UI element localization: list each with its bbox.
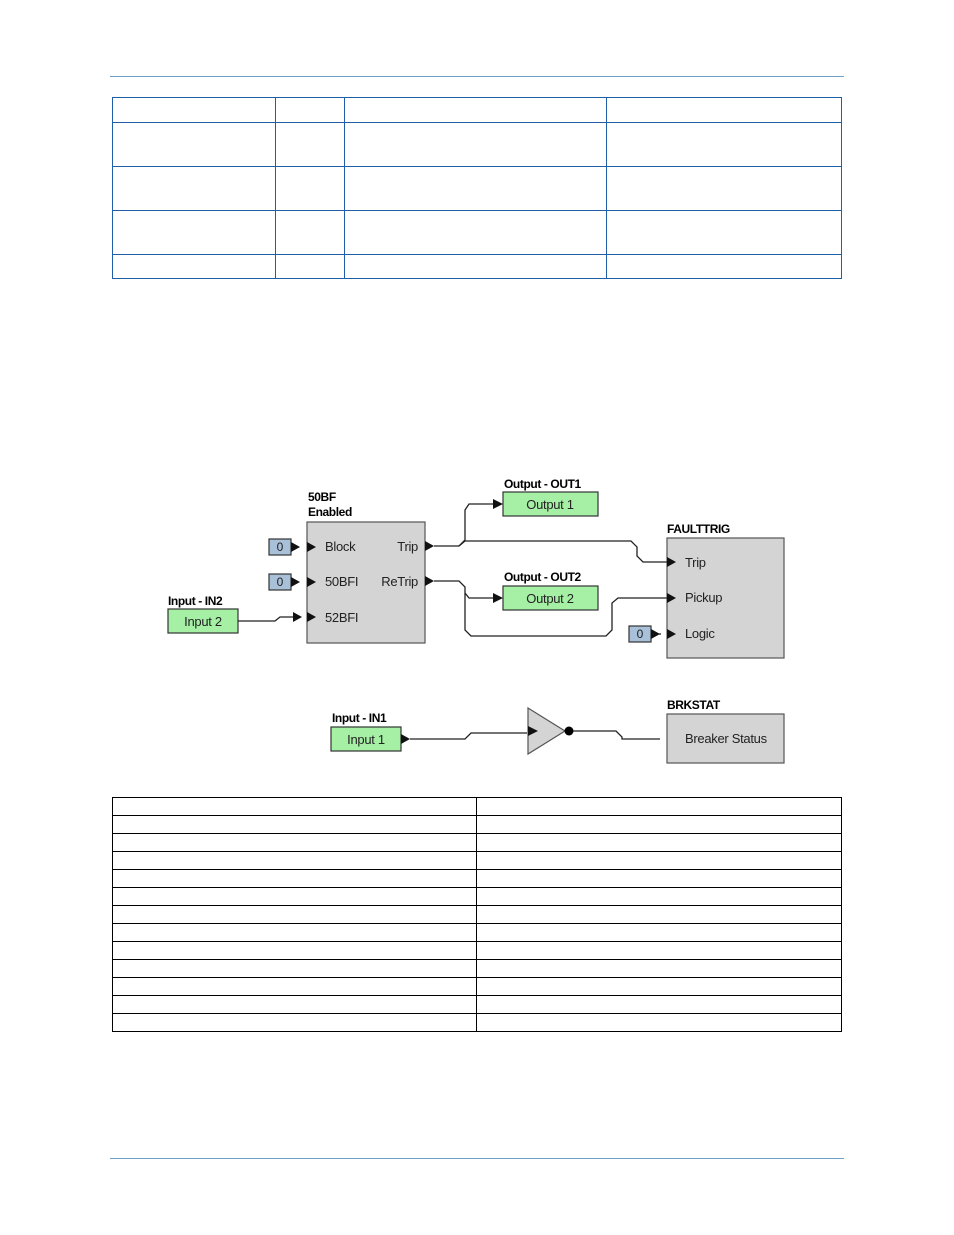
output-out1-box[interactable]	[502, 491, 599, 517]
constant-logic-value: 0	[637, 627, 644, 641]
wire-in2-52bfi	[238, 616, 296, 622]
block-50bf-title-line2: Enabled	[308, 505, 352, 519]
input-arrow-icon	[667, 629, 676, 639]
port-breaker-status-label: Breaker Status	[685, 731, 768, 746]
input-in2-label: Input 2	[184, 614, 222, 629]
bottom-table	[112, 797, 842, 1032]
table-row	[112, 254, 842, 279]
port-50bfi-label: 50BFI	[325, 574, 358, 589]
input-arrow-icon	[307, 612, 316, 622]
table-row	[112, 851, 842, 870]
wire-arrow-icon	[493, 499, 503, 509]
constant-bfi-value: 0	[277, 575, 284, 589]
table-row	[112, 887, 842, 906]
port-faulttrig-trip-label: Trip	[685, 555, 706, 570]
port-faulttrig-logic-label: Logic	[685, 626, 715, 641]
port-retrip-label: ReTrip	[381, 574, 418, 589]
table-row	[112, 923, 842, 942]
table-row	[112, 97, 842, 123]
input-in2-title: Input - IN2	[168, 594, 223, 608]
input-arrow-icon	[667, 593, 676, 603]
const-arrow-icon	[291, 577, 300, 587]
wire-not-brkstat	[573, 730, 660, 740]
block-brkstat[interactable]	[666, 713, 785, 764]
footer-rule	[110, 1158, 844, 1159]
input-arrow-icon	[667, 557, 676, 567]
table-row	[112, 959, 842, 978]
input-in1-title: Input - IN1	[332, 711, 387, 725]
table-row	[112, 166, 842, 211]
port-52bfi-label: 52BFI	[325, 610, 358, 625]
wire-retrip-out2	[434, 580, 493, 599]
output-arrow-icon	[401, 734, 410, 744]
const-arrow-icon	[291, 542, 300, 552]
input-in1-label: Input 1	[347, 732, 385, 747]
table-row	[112, 977, 842, 996]
block-faulttrig[interactable]	[666, 537, 785, 659]
output-out2-box[interactable]	[502, 585, 599, 611]
wire-arrow-icon	[293, 612, 302, 622]
table-row	[112, 1013, 842, 1032]
output-out1-label: Output 1	[526, 497, 574, 512]
block-faulttrig-title: FAULTTRIG	[667, 522, 730, 536]
inversion-bubble-icon	[564, 726, 574, 736]
port-trip-label: Trip	[397, 539, 418, 554]
port-faulttrig-pickup-label: Pickup	[685, 590, 722, 605]
constant-block-value: 0	[277, 540, 284, 554]
wire-trip-faulttrig	[458, 540, 668, 563]
output-out2-label: Output 2	[526, 591, 574, 606]
table-row	[112, 995, 842, 1014]
output-arrow-icon	[425, 541, 434, 551]
block-brkstat-title: BRKSTAT	[667, 698, 721, 712]
table-row	[112, 815, 842, 834]
input-arrow-icon	[528, 726, 538, 736]
port-block-label: Block	[325, 539, 356, 554]
header-rule	[110, 76, 844, 77]
input-in1-box[interactable]	[330, 726, 402, 752]
table-row	[112, 905, 842, 924]
wire-in1-not	[410, 732, 527, 740]
output-out1-title: Output - OUT1	[504, 477, 582, 491]
input-arrow-icon	[307, 577, 316, 587]
wire-retrip-pickup	[464, 593, 668, 637]
table-row	[112, 833, 842, 852]
table-row	[112, 869, 842, 888]
wire-arrow-icon	[493, 593, 503, 603]
block-50bf-title-line1: 50BF	[308, 490, 336, 504]
logic-diagram: 50BF Enabled Block 50BFI 52BFI Trip ReTr…	[167, 477, 785, 764]
output-arrow-icon	[425, 576, 434, 586]
top-table	[112, 97, 842, 279]
const-arrow-icon	[651, 629, 660, 639]
block-50bf[interactable]	[306, 521, 426, 644]
output-out2-title: Output - OUT2	[504, 570, 582, 584]
input-in2-box[interactable]	[167, 608, 239, 634]
table-row	[112, 797, 842, 816]
wire-trip-out1	[434, 503, 493, 547]
table-row	[112, 941, 842, 960]
table-row	[112, 210, 842, 255]
input-arrow-icon	[307, 542, 316, 552]
